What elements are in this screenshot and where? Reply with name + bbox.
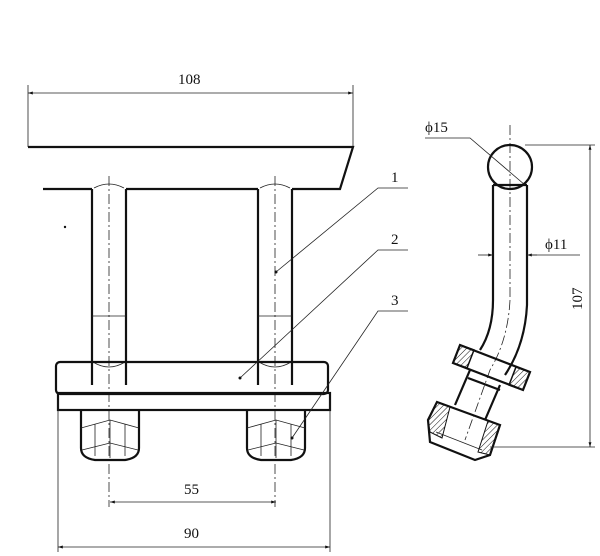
dim-height: 107 bbox=[570, 287, 586, 310]
leader-phi15 bbox=[425, 137, 526, 186]
threaded-shank bbox=[453, 369, 502, 421]
dim-rod-diameter: ϕ11 bbox=[545, 237, 567, 253]
centerline bbox=[464, 299, 511, 441]
nut-right bbox=[245, 410, 307, 462]
leader-2 bbox=[239, 249, 408, 379]
part-label-2: 2 bbox=[391, 232, 399, 248]
leader-dot bbox=[290, 436, 294, 440]
leader-3 bbox=[291, 310, 408, 439]
posts bbox=[90, 189, 294, 385]
leader-dot bbox=[274, 270, 278, 274]
lower-plate bbox=[56, 391, 332, 412]
leader-1 bbox=[275, 187, 408, 273]
side-view: ϕ15 ϕ11 107 bbox=[425, 120, 595, 462]
washer-nut bbox=[451, 343, 532, 392]
dim-width-top: 108 bbox=[178, 72, 201, 88]
bent-rod bbox=[479, 185, 529, 376]
dim-ball-diameter: ϕ15 bbox=[425, 120, 448, 136]
dim-base-width: 90 bbox=[184, 526, 199, 542]
dim-bolt-spacing: 55 bbox=[184, 482, 199, 498]
front-view: 108 55 90 1 2 3 bbox=[27, 72, 408, 552]
stray-dot bbox=[63, 225, 67, 229]
post-details bbox=[92, 183, 292, 368]
top-plate bbox=[28, 145, 355, 191]
base-plate bbox=[54, 360, 330, 396]
nut-left bbox=[79, 410, 141, 462]
cap-nut bbox=[426, 400, 502, 462]
ball-head bbox=[486, 143, 534, 191]
leader-dot bbox=[238, 376, 242, 380]
part-label-3: 3 bbox=[391, 293, 399, 309]
part-label-1: 1 bbox=[391, 170, 399, 186]
